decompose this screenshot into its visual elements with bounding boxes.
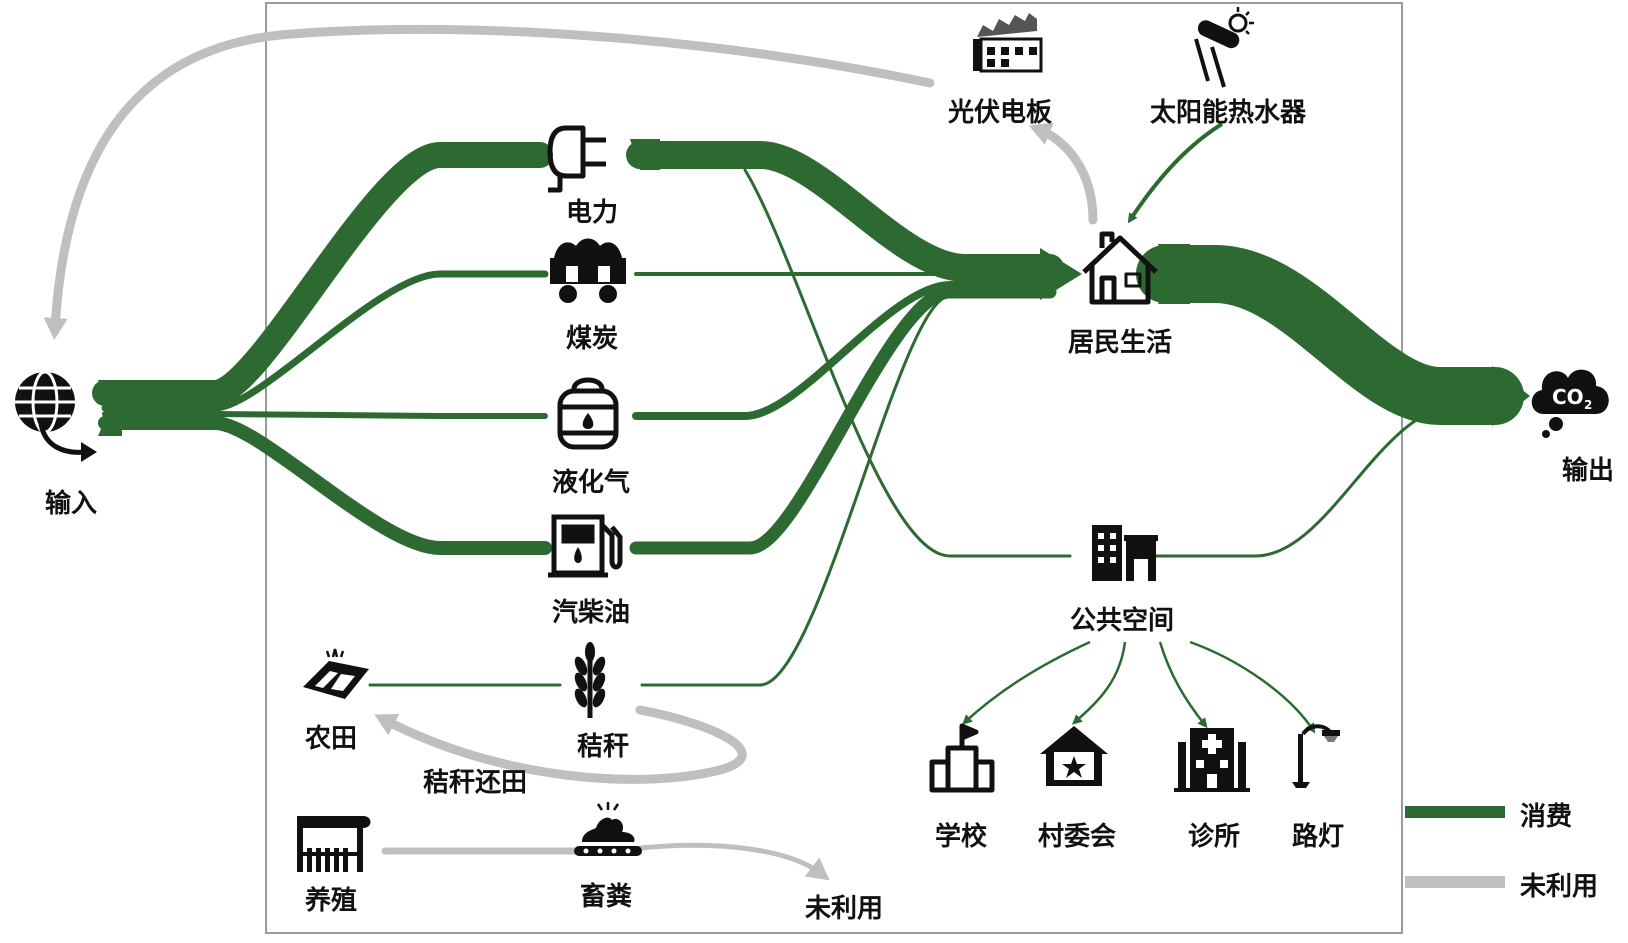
label-straw: 秸秆 xyxy=(577,732,630,762)
flow-tail-residential xyxy=(1158,244,1190,304)
flow-manure-unused xyxy=(637,842,830,881)
consumption-flows xyxy=(92,141,1524,687)
street-lamp-icon xyxy=(1292,724,1340,788)
flow-tip-output xyxy=(1492,366,1530,426)
flow-straw-residential xyxy=(640,294,1052,687)
flow-input-lpg xyxy=(102,411,548,419)
label-public-space: 公共空间 xyxy=(1070,606,1175,636)
flow-solar-residential xyxy=(1127,122,1224,224)
flow-public-output xyxy=(1148,403,1462,558)
svg-text:2: 2 xyxy=(1584,398,1592,412)
label-residential: 居民生活 xyxy=(1068,328,1173,358)
label-input: 输入 xyxy=(45,489,98,519)
arrow-public-clinic xyxy=(1158,641,1208,729)
solar-heater-icon xyxy=(1194,7,1254,88)
flow-tail-electricity xyxy=(630,139,660,170)
label-lpg: 液化气 xyxy=(552,468,631,498)
flow-tip-residential xyxy=(1040,248,1082,300)
label-unused-sink: 未利用 xyxy=(805,894,884,924)
legend-consumption-label: 消费 xyxy=(1520,802,1573,832)
label-pv-panel: 光伏电板 xyxy=(948,98,1053,128)
flow-residential-output xyxy=(1136,245,1524,425)
flow-lpg-residential xyxy=(632,281,1054,420)
flow-electricity-residential xyxy=(626,141,1064,282)
label-straw-return: 秸秆还田 xyxy=(423,768,528,798)
public-distribution xyxy=(962,640,1316,734)
farmland-icon xyxy=(303,648,369,699)
house-icon xyxy=(1082,231,1158,305)
flow-input-diesel xyxy=(98,416,552,555)
flow-diesel-residential xyxy=(629,285,1057,555)
label-diesel: 汽柴油 xyxy=(552,598,631,628)
svg-text:CO: CO xyxy=(1552,385,1584,409)
committee-house-icon xyxy=(1040,726,1108,786)
label-livestock: 养殖 xyxy=(305,886,358,916)
label-output: 输出 xyxy=(1562,456,1615,486)
diagram-frame xyxy=(265,2,1403,934)
arrow-public-streetlight xyxy=(1189,640,1316,734)
label-coal: 煤炭 xyxy=(566,324,619,354)
globe-icon xyxy=(15,370,97,462)
unused-flows xyxy=(43,24,1098,881)
label-electricity: 电力 xyxy=(566,198,619,228)
school-icon xyxy=(929,723,995,793)
manure-icon xyxy=(574,802,642,856)
label-solar-heater: 太阳能热水器 xyxy=(1150,98,1307,128)
label-manure: 畜粪 xyxy=(580,882,633,912)
factory-solar-icon xyxy=(973,13,1043,73)
label-clinic: 诊所 xyxy=(1188,822,1241,852)
office-building-icon xyxy=(1092,525,1158,581)
label-school: 学校 xyxy=(935,822,988,852)
barn-icon xyxy=(297,816,371,872)
plug-icon xyxy=(547,125,606,193)
co2-cloud-icon: CO 2 xyxy=(1531,369,1609,438)
hospital-icon xyxy=(1174,728,1250,792)
arrow-public-school xyxy=(962,640,1091,725)
gas-tank-icon xyxy=(557,377,619,450)
legend-unused-label: 未利用 xyxy=(1520,872,1599,902)
flow-input-electricity xyxy=(92,142,553,406)
flow-input-coal xyxy=(101,270,549,412)
coal-cart-icon xyxy=(550,238,626,303)
flow-tail-input xyxy=(98,380,122,436)
wheat-icon xyxy=(574,642,606,718)
label-farmland: 农田 xyxy=(305,724,358,754)
flow-pv-to-input xyxy=(43,24,935,340)
label-street-light: 路灯 xyxy=(1292,822,1345,852)
arrow-public-committee xyxy=(1071,641,1127,725)
flow-electricity-public xyxy=(743,168,1072,558)
label-village-committee: 村委会 xyxy=(1038,822,1117,852)
flow-straw-return xyxy=(374,705,747,784)
flow-residential-to-pv xyxy=(1028,122,1098,225)
fuel-pump-icon xyxy=(548,514,623,578)
